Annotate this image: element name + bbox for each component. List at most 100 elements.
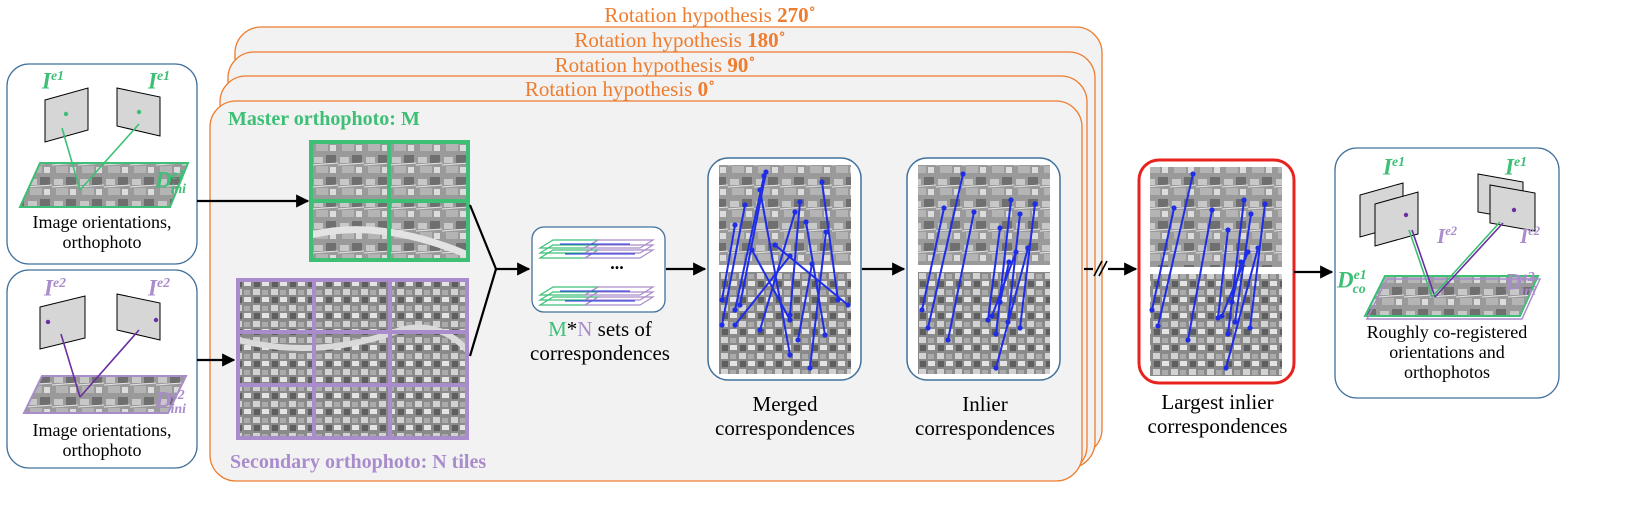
correspondence-point xyxy=(919,307,925,313)
rotation-label-270: Rotation hypothesis 270˚ xyxy=(604,3,816,27)
master-orthophoto-title: Master orthophoto: M xyxy=(228,108,420,130)
correspondence-point xyxy=(1215,315,1221,321)
symbol-I-e1: Ie1 xyxy=(1505,154,1527,180)
correspondence-point xyxy=(797,199,803,205)
correspondence-line xyxy=(774,244,849,306)
correspondence-point xyxy=(1223,365,1229,371)
correspondence-line xyxy=(789,201,801,316)
correspondence-point xyxy=(732,222,738,228)
correspondence-point xyxy=(732,322,738,328)
symbol-I-e1: Ie1 xyxy=(148,68,170,94)
correspondence-line xyxy=(991,251,1017,317)
correspondence-line xyxy=(987,227,1001,321)
correspondence-point xyxy=(737,302,743,308)
correspondence-point xyxy=(993,365,999,371)
correspondence-line xyxy=(1151,207,1175,311)
symbol-I-e2: Ie2 xyxy=(44,275,66,301)
correspondence-line xyxy=(1157,173,1194,327)
merged-box xyxy=(707,157,862,381)
correspondence-line xyxy=(1249,203,1266,329)
left-bottom-caption: Image orientations,orthophoto xyxy=(32,420,172,461)
correspondence-line xyxy=(1007,213,1021,323)
symbol-D-ini-e2: De2ini xyxy=(1505,269,1536,299)
correspondence-point xyxy=(772,242,778,248)
symbol-I-e1: Ie1 xyxy=(42,68,64,94)
ellipsis-mark: ... xyxy=(610,253,624,273)
correspondence-point xyxy=(1245,249,1251,255)
arrow-break-mark xyxy=(1093,260,1103,277)
image-plane-icon xyxy=(1489,184,1536,232)
correspondence-line xyxy=(947,211,975,341)
correspondence-point xyxy=(1025,245,1031,251)
correspondence-line xyxy=(797,263,813,341)
correspondence-line xyxy=(751,249,791,321)
image-plane-icon xyxy=(1374,191,1419,247)
flow-arrows xyxy=(197,194,1334,367)
correspondence-point xyxy=(787,253,793,259)
secondary-orthophoto xyxy=(236,278,470,440)
correspondence-point xyxy=(1229,299,1235,305)
correspondence-point xyxy=(823,229,829,235)
correspondence-line xyxy=(821,181,839,301)
symbol-I-e2: Ie2 xyxy=(148,275,170,301)
correspondence-line xyxy=(1225,247,1259,369)
merge-line-top xyxy=(468,204,498,270)
correspondence-point xyxy=(822,332,828,338)
correspondence-point xyxy=(1255,245,1261,251)
correspondence-line xyxy=(995,247,1029,369)
correspondence-point xyxy=(1171,205,1177,211)
correspondence-point xyxy=(989,313,995,319)
correspondence-line xyxy=(721,204,746,326)
symbol-I-e2: Ie2 xyxy=(1520,224,1541,248)
mn-sets-icon xyxy=(531,226,666,313)
correspondence-point xyxy=(1185,337,1191,343)
largest-inlier-correspondence-lines xyxy=(1149,171,1268,371)
correspondence-point xyxy=(803,219,809,225)
correspondence-line xyxy=(1234,213,1252,323)
inlier-correspondence-lines xyxy=(919,171,1038,371)
correspondence-point xyxy=(1017,211,1023,217)
correspondence-line xyxy=(1019,203,1036,329)
left-top-caption: Image orientations,orthophoto xyxy=(32,212,172,253)
correspondence-point xyxy=(1247,325,1253,331)
arrow-break-mark xyxy=(1098,260,1108,277)
secondary-orthophoto-title: Secondary orthophoto: N tiles xyxy=(230,451,487,473)
orthophoto-e2-icon xyxy=(22,375,188,414)
correspondence-point xyxy=(809,261,815,267)
correspondence-point xyxy=(792,209,798,215)
correspondence-point xyxy=(1032,201,1038,207)
correspondence-point xyxy=(941,205,947,211)
correspondence-point xyxy=(749,247,755,253)
correspondence-line xyxy=(721,224,736,301)
symbol-I-e1: Ie1 xyxy=(1383,154,1405,180)
orthophoto-e1-icon xyxy=(18,162,190,208)
correspondence-point xyxy=(925,325,931,331)
correspondence-point xyxy=(993,331,999,337)
correspondence-line xyxy=(921,207,945,311)
correspondence-line xyxy=(927,173,964,329)
correspondence-line xyxy=(1227,199,1245,335)
correspondence-point xyxy=(819,179,825,185)
sets-caption: M*N sets of correspondences xyxy=(530,317,670,365)
image-plane-icon xyxy=(39,295,86,350)
correspondence-point xyxy=(761,173,767,179)
correspondence-line xyxy=(1187,209,1213,341)
correspondence-point xyxy=(757,187,763,193)
rotation-label-0: Rotation hypothesis 0˚ xyxy=(524,77,716,101)
correspondence-point xyxy=(1006,259,1012,265)
rotation-label-180: Rotation hypothesis 180˚ xyxy=(574,28,786,52)
correspondence-point xyxy=(997,225,1003,231)
correspondence-point xyxy=(960,171,966,177)
symbol-D-co-e1: De1co xyxy=(1337,267,1367,297)
correspondence-point xyxy=(719,322,725,328)
symbol-I-e2: Ie2 xyxy=(1437,224,1458,248)
correspondence-point xyxy=(1248,211,1254,217)
correspondence-point xyxy=(1241,197,1247,203)
correspondence-line xyxy=(1221,251,1249,317)
correspondence-point xyxy=(1232,319,1238,325)
rotation-label-90: Rotation hypothesis 90˚ xyxy=(554,53,756,77)
